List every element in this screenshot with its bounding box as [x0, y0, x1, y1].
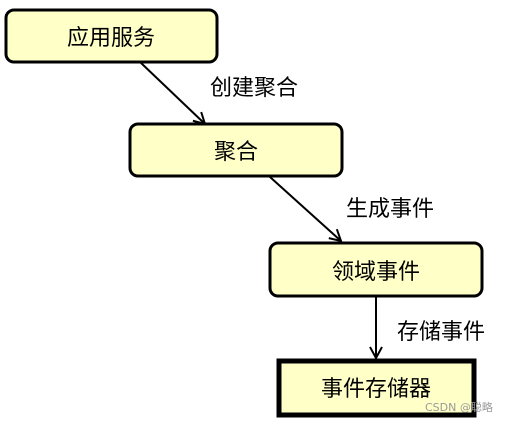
edge-arrow-generate-event: [269, 176, 341, 241]
node-label-event-store: 事件存储器: [321, 377, 431, 402]
node-aggregate: 聚合: [128, 122, 344, 178]
node-app-service: 应用服务: [4, 8, 219, 64]
node-event-store: 事件存储器: [276, 358, 477, 418]
node-label-app-service: 应用服务: [67, 26, 155, 51]
node-label-domain-event: 领域事件: [332, 260, 420, 285]
edge-label-generate-event: 生成事件: [346, 197, 434, 222]
edge-arrow-create-aggregate: [139, 61, 205, 124]
watermark-text: CSDN @聪略: [425, 400, 493, 414]
node-domain-event: 领域事件: [268, 241, 484, 298]
edge-label-store-event: 存储事件: [397, 320, 485, 345]
edge-label-create-aggregate: 创建聚合: [210, 76, 298, 101]
node-label-aggregate: 聚合: [214, 140, 258, 165]
